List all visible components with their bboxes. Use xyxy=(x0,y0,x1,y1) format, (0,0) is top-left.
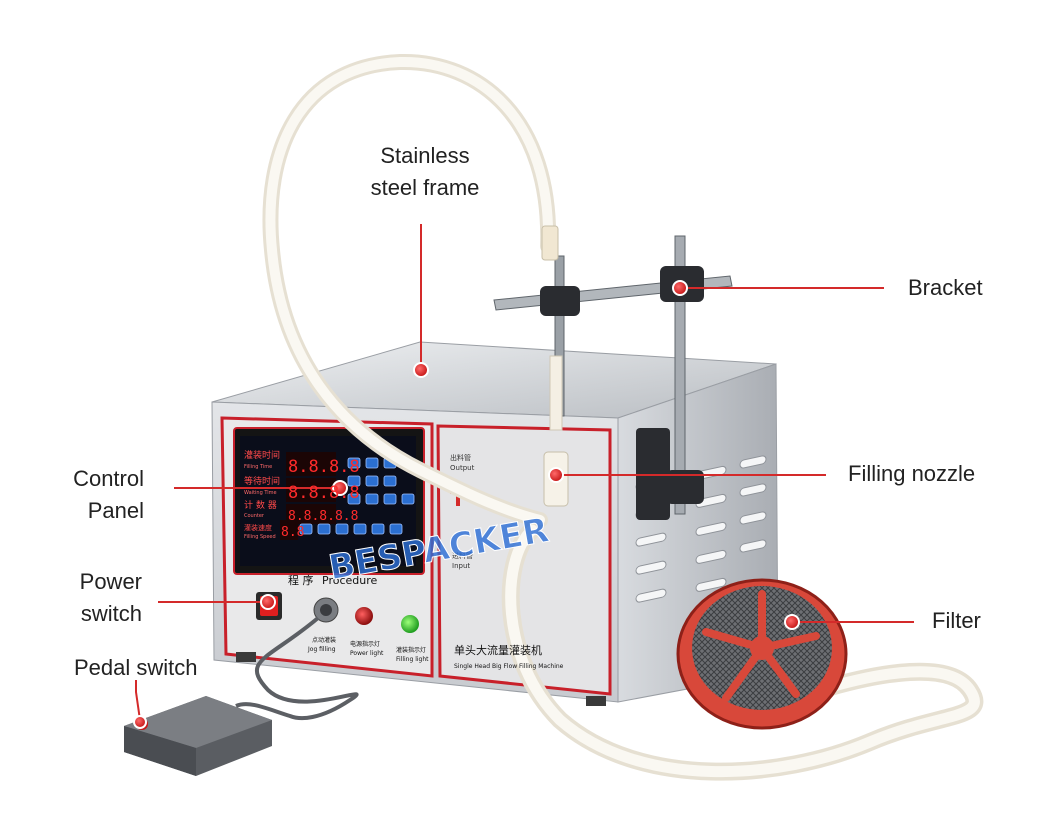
keypad xyxy=(299,457,415,535)
power-light-cn: 电源指示灯 xyxy=(350,640,380,648)
input-cn: 进料管 xyxy=(452,551,473,560)
label-pedal-switch: Pedal switch xyxy=(74,655,198,680)
waiting-time-en: Waiting Time xyxy=(244,490,277,496)
speed-en: Filling Speed xyxy=(244,534,276,540)
filling-time-cn: 灌装时间 xyxy=(244,449,280,461)
counter-cn: 计 数 器 xyxy=(244,499,277,511)
callouts xyxy=(135,224,914,721)
label-power-switch-line1: Power xyxy=(79,569,142,594)
filling-light-en: Filling light xyxy=(396,656,429,663)
nozzle-sleeve xyxy=(541,225,559,261)
procedure-en: Procedure xyxy=(322,574,378,587)
display-counter: 8.8.8.8.8 xyxy=(288,509,358,524)
bracket-vertical-right xyxy=(674,235,686,515)
filling-light xyxy=(401,615,419,633)
filling-time-en: Filling Time xyxy=(244,464,272,470)
jog-en: Jog filling xyxy=(307,646,336,653)
power-light xyxy=(355,607,373,625)
filter xyxy=(676,578,848,730)
pedal-switch xyxy=(124,696,272,776)
counter-en: Counter xyxy=(244,513,265,519)
label-filling-nozzle: Filling nozzle xyxy=(848,461,976,486)
display-waiting-time: 8.8.8.8 xyxy=(288,483,360,503)
machine-name-en: Single Head Big Flow Filling Machine xyxy=(454,663,564,670)
speed-cn: 灌装速度 xyxy=(244,523,272,532)
callout-dots xyxy=(133,280,800,729)
display-filling-time: 8.8.8.8 xyxy=(288,457,360,477)
label-filter: Filter xyxy=(932,608,981,633)
pedal-cable xyxy=(235,616,359,721)
label-stainless-frame-line2: steel frame xyxy=(370,175,480,200)
power-light-en: Power light xyxy=(350,650,384,657)
input-en: Input xyxy=(452,562,470,570)
output-en: Output xyxy=(450,464,475,472)
waiting-time-cn: 等待时间 xyxy=(244,475,280,487)
label-control-panel-line2: Panel xyxy=(87,498,144,523)
filling-light-cn: 灌装指示灯 xyxy=(396,646,426,654)
label-control-panel: Control Panel xyxy=(40,463,144,527)
label-bracket: Bracket xyxy=(908,275,983,300)
label-stainless-frame-line1: Stainless xyxy=(380,143,470,168)
jog-cn: 点动灌装 xyxy=(312,636,336,644)
machine-name-cn: 单头大流量灌装机 xyxy=(454,643,542,657)
label-power-switch: Power switch xyxy=(40,566,142,630)
label-stainless-frame: Stainless steel frame xyxy=(340,140,510,204)
procedure-cn: 程 序 xyxy=(288,573,314,587)
label-power-switch-line2: switch xyxy=(80,601,142,626)
output-cn: 出料管 xyxy=(450,453,471,462)
display-speed: 8.8 xyxy=(281,525,304,540)
label-control-panel-line1: Control xyxy=(73,466,144,491)
